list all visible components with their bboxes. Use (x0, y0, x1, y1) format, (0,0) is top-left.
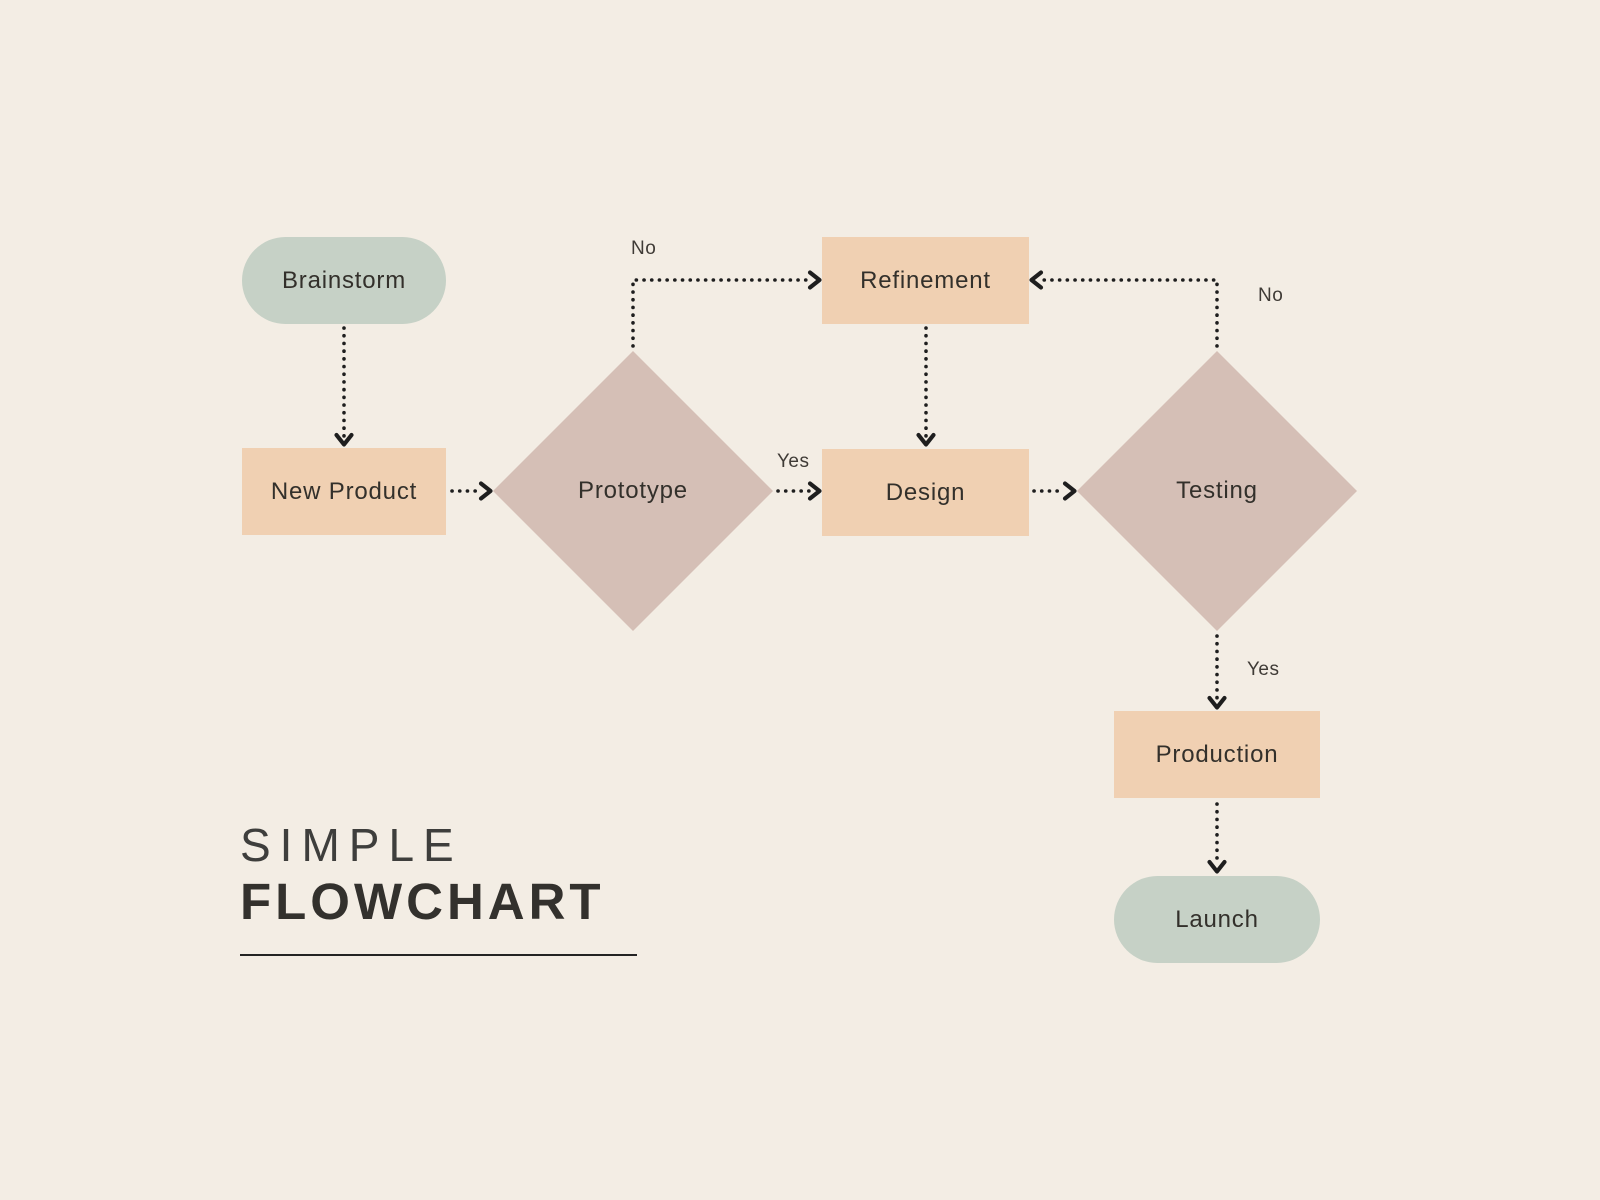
node-new-product: New Product (242, 448, 446, 535)
edge-label-prototype-no: No (631, 238, 657, 259)
node-launch: Launch (1114, 876, 1320, 963)
node-refinement: Refinement (822, 237, 1029, 324)
arrowhead-newproduct-top (334, 432, 354, 447)
edge-label-testing-no: No (1258, 285, 1284, 306)
node-launch-label: Launch (1175, 905, 1259, 933)
node-prototype-label: Prototype (578, 477, 688, 504)
node-production-label: Production (1155, 740, 1279, 768)
arrowhead-design-left (807, 481, 822, 501)
node-design: Design (822, 449, 1029, 536)
arrowhead-testing-left (1062, 481, 1077, 501)
arrowhead-prototype-left (478, 481, 493, 501)
arrowhead-refinement-right (1029, 270, 1044, 290)
edge-label-prototype-yes: Yes (777, 451, 810, 472)
arrowhead-launch-top (1207, 859, 1227, 874)
node-refinement-label: Refinement (860, 266, 991, 294)
arrowhead-production-top (1207, 695, 1227, 710)
title-underline (240, 954, 637, 956)
node-new-product-label: New Product (270, 477, 418, 505)
edge-testing-refinement (1040, 278, 1219, 348)
title-line-2: FLOWCHART (240, 873, 605, 930)
arrowhead-design-top (916, 432, 936, 447)
node-production: Production (1114, 711, 1320, 798)
edge-prototype-refinement (631, 278, 812, 348)
arrowhead-refinement-left (807, 270, 822, 290)
node-brainstorm-label: Brainstorm (281, 266, 407, 294)
node-brainstorm: Brainstorm (242, 237, 446, 324)
edge-label-testing-yes: Yes (1247, 659, 1280, 680)
node-design-label: Design (885, 478, 966, 506)
title-line-1: SIMPLE (240, 819, 463, 871)
node-testing-label: Testing (1176, 477, 1258, 504)
